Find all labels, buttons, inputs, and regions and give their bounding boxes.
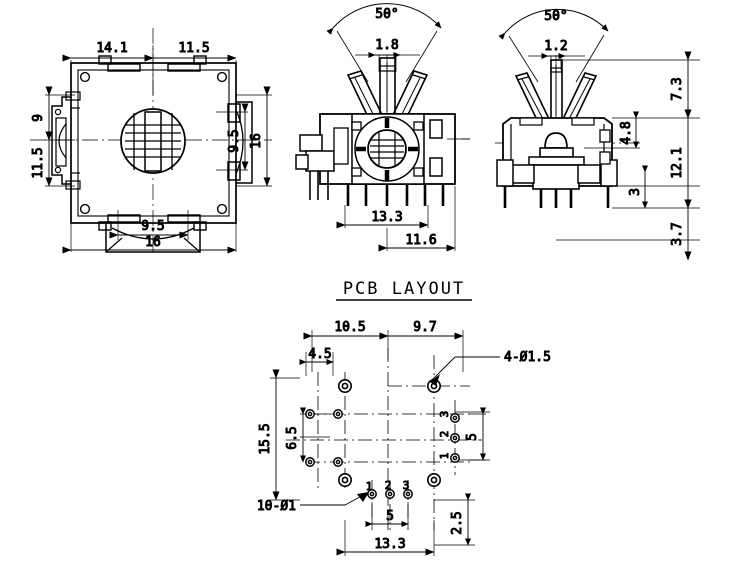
pcb-hole-large (337, 472, 353, 488)
front-view: 50° 1.8 (295, 3, 470, 252)
side-view-body (496, 117, 618, 190)
pcb-hole-small (450, 453, 460, 463)
front-view-right-bracket (429, 119, 470, 177)
top-view: 14.1 11.5 9 11.5 9.5 16 9.5 16 (30, 28, 272, 254)
front-view-dim-pin-span (336, 205, 429, 229)
side-view-angle-label: 50° (544, 9, 567, 24)
dim-top-left-label: 14.1 (96, 41, 127, 56)
top-view-body-outline (70, 62, 237, 224)
top-view-bottom-tabs (98, 214, 207, 231)
pcb-pin-label-right-2: 2 (438, 431, 451, 438)
pcb-pin-label-right-3: 3 (438, 411, 451, 418)
pcb-hole-small (305, 457, 315, 467)
side-view-lever-width-label: 1.2 (544, 39, 567, 54)
top-view-dim-right (241, 86, 271, 187)
side-view-angle-arc (498, 8, 609, 83)
pcb-callout-small-holes: 10-Ø1 (257, 499, 296, 514)
dim-left-upper-label: 9 (31, 114, 46, 122)
pcb-dim-inner-vertical-label: 6.5 (285, 426, 300, 449)
top-view-dim-bottom (62, 231, 237, 254)
pcb-dim-inner-left-label: 4.5 (308, 347, 331, 362)
pcb-callout-large-holes: 4-Ø1.5 (504, 350, 551, 365)
front-view-angle-label: 50° (375, 7, 398, 22)
pcb-hole-small (450, 413, 460, 423)
side-view-dim-lever-width (528, 53, 585, 70)
pcb-callout-large-leader (429, 356, 500, 386)
side-view-pins (503, 186, 610, 208)
dim-bottom-outer-label: 16 (145, 235, 161, 250)
pcb-dim-right-vertical-label: 5 (465, 433, 480, 441)
pcb-callout-small-leader (300, 491, 370, 506)
front-view-body-width-label: 11.6 (405, 233, 436, 248)
pcb-dim-bottom-inner-label: 5 (386, 509, 394, 524)
front-view-pin-span-label: 13.3 (371, 210, 402, 225)
pcb-dim-height-label: 15.5 (258, 423, 273, 454)
pcb-hole-large (426, 472, 442, 488)
pcb-hole-small (333, 457, 343, 467)
pcb-pin-label-right-1: 1 (438, 453, 451, 460)
front-view-dim-body-width (378, 186, 456, 252)
top-view-corner-holes (79, 71, 228, 215)
side-view-lever-height-label: 7.3 (670, 77, 685, 100)
pcb-dim-top-left-label: 10.5 (334, 320, 365, 335)
pcb-hole-small (305, 409, 315, 419)
pcb-dim-top-right-label: 9.7 (413, 320, 436, 335)
dim-right-inner-label: 9.5 (227, 129, 242, 152)
side-view-pin-length-label: 3.7 (670, 222, 685, 245)
pcb-dim-right-vertical (468, 407, 486, 461)
dim-left-lower-label: 11.5 (31, 147, 46, 178)
pcb-hole-small (333, 409, 343, 419)
pcb-pin-label-bottom-1: 1 (366, 480, 373, 493)
side-view-cap-height-label: 4.8 (619, 121, 634, 144)
dim-bottom-inner-label: 9.5 (141, 219, 164, 234)
dim-top-right-label: 11.5 (178, 41, 209, 56)
pcb-hole-large (337, 378, 353, 394)
top-view-central-hub (120, 108, 186, 174)
pcb-pin-label-bottom-3: 3 (403, 479, 410, 492)
front-view-dim-lever-width (355, 52, 420, 72)
front-view-left-connector (295, 127, 349, 200)
side-view-body-height-label: 12.1 (670, 147, 685, 178)
pcb-dim-bottom-overall-label: 13.3 (374, 537, 405, 552)
pcb-layout-view: 10.5 9.7 4.5 15.5 6.5 5 3 2 1 1 2 3 (256, 320, 551, 556)
pcb-pin-label-bottom-2: 2 (385, 479, 392, 492)
pcb-layout-title: PCB LAYOUT (343, 279, 465, 299)
side-view-pin-step-label: 3 (628, 188, 643, 196)
pcb-hole-small (450, 433, 460, 443)
front-view-lever-width-label: 1.8 (375, 38, 398, 53)
dim-right-outer-label: 16 (249, 133, 264, 149)
pcb-dim-bottom-right-label: 2.5 (450, 511, 465, 534)
front-view-pins (346, 184, 445, 206)
pcb-layout-title-group: PCB LAYOUT (336, 279, 472, 301)
side-view: 50° 1.2 (495, 8, 700, 261)
